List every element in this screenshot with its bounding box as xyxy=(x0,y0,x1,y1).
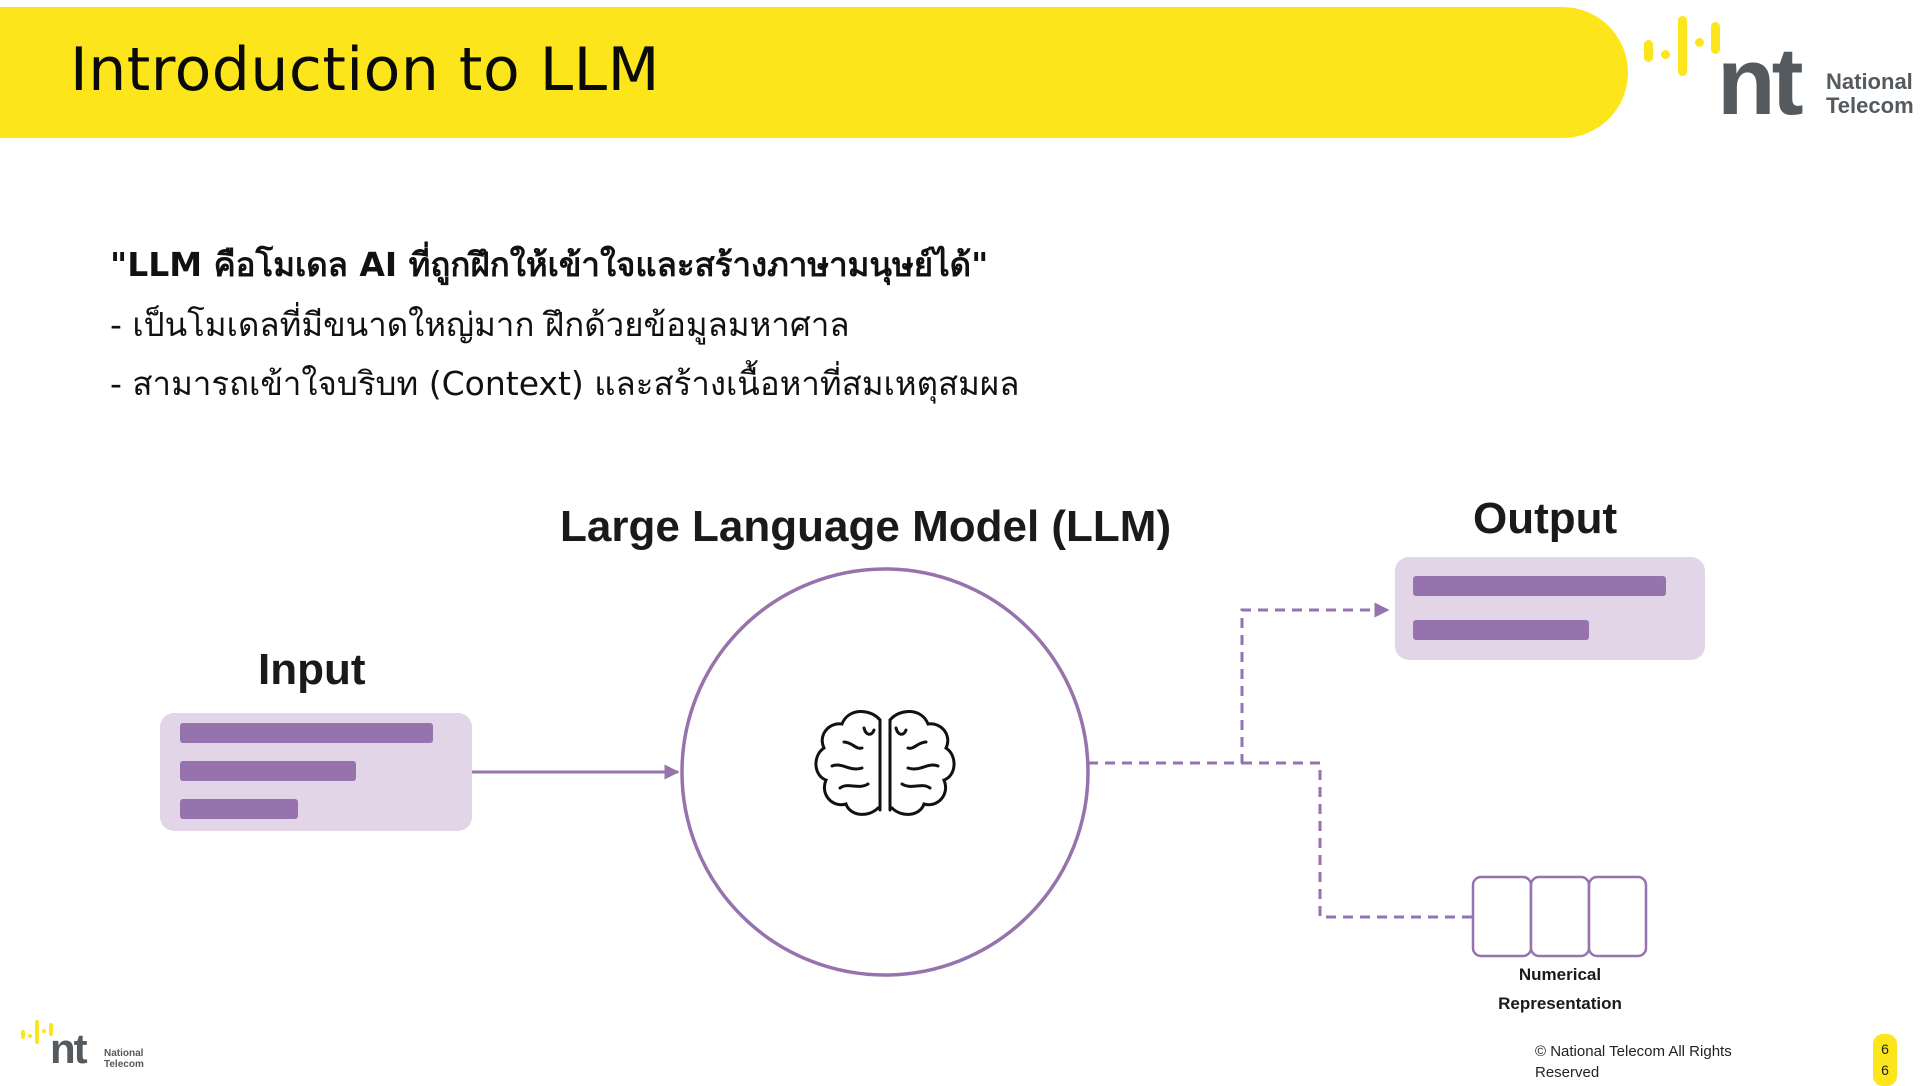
diagram-canvas xyxy=(160,557,1705,977)
output-box xyxy=(1395,557,1705,660)
bullet-item: - เป็นโมเดลที่มีขนาดใหญ่มาก ฝึกด้วยข้อมู… xyxy=(110,305,850,344)
connector-numerical xyxy=(1242,761,1472,919)
numerical-label-line-1: Numerical xyxy=(1518,965,1602,984)
llm-diagram: Large Language Model (LLM) Input Output … xyxy=(0,480,1920,1040)
copyright-notice: © National Telecom All Rights Reserved xyxy=(1535,1041,1755,1083)
page-number-digit: 6 xyxy=(1881,1062,1889,1078)
footer-logo-line-2: Telecom xyxy=(104,1059,144,1070)
header-banner xyxy=(0,7,1628,138)
numerical-label: Numerical Representation xyxy=(1476,960,1644,1018)
llm-label: Large Language Model (LLM) xyxy=(560,502,1172,551)
nt-logo: nt National Telecom xyxy=(1640,10,1920,130)
output-label: Output xyxy=(1473,494,1618,543)
signal-bars-icon xyxy=(1644,16,1720,76)
copyright-line-2: Reserved xyxy=(1535,1064,1600,1081)
page-number-badge: 6 6 xyxy=(1873,1034,1897,1086)
logo-line-2: Telecom xyxy=(1826,93,1914,118)
definition-quote: "LLM คือโมเดล AI ที่ถูกฝึกให้เข้าใจและสร… xyxy=(110,245,989,284)
copyright-line-1: © National Telecom All Rights xyxy=(1535,1043,1732,1060)
input-label: Input xyxy=(258,645,366,694)
logo-line-1: National xyxy=(1826,69,1913,94)
numerical-label-line-2: Representation xyxy=(1498,994,1622,1013)
signal-bars-icon xyxy=(21,1020,53,1044)
footer-logo: nt National Telecom xyxy=(20,1018,160,1073)
llm-circle xyxy=(680,567,1090,977)
logo-company-name: National Telecom xyxy=(1826,70,1914,118)
numerical-vector xyxy=(1471,875,1648,958)
logo-wordmark: nt xyxy=(1717,28,1804,135)
page-title: Introduction to LLM xyxy=(70,35,660,105)
page-number-digit: 6 xyxy=(1881,1041,1889,1057)
footer-logo-line-1: National xyxy=(104,1048,144,1059)
input-box xyxy=(160,713,472,831)
footer-logo-wordmark: nt xyxy=(50,1025,88,1072)
bullet-item: - สามารถเข้าใจบริบท (Context) และสร้างเน… xyxy=(110,364,1020,403)
connector-output xyxy=(1088,602,1390,765)
brain-icon xyxy=(814,710,956,816)
footer-logo-company: National Telecom xyxy=(104,1048,144,1070)
